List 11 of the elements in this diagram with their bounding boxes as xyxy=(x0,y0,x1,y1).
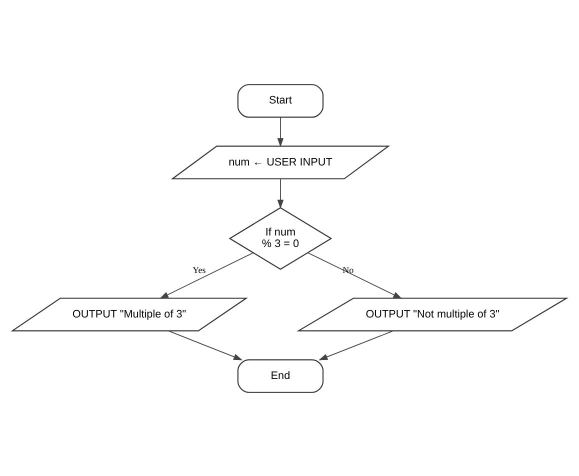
edge-label: No xyxy=(342,264,354,274)
arrow xyxy=(168,330,243,360)
arrow xyxy=(277,178,284,208)
arrow xyxy=(308,252,402,298)
node-box: End xyxy=(237,358,324,392)
arrow xyxy=(159,252,254,298)
arrow xyxy=(318,330,394,360)
node-box: Start xyxy=(237,84,324,118)
node-diamond: If num % 3 = 0 xyxy=(228,206,332,270)
edge-label: Yes xyxy=(192,264,206,274)
arrow xyxy=(277,116,284,147)
